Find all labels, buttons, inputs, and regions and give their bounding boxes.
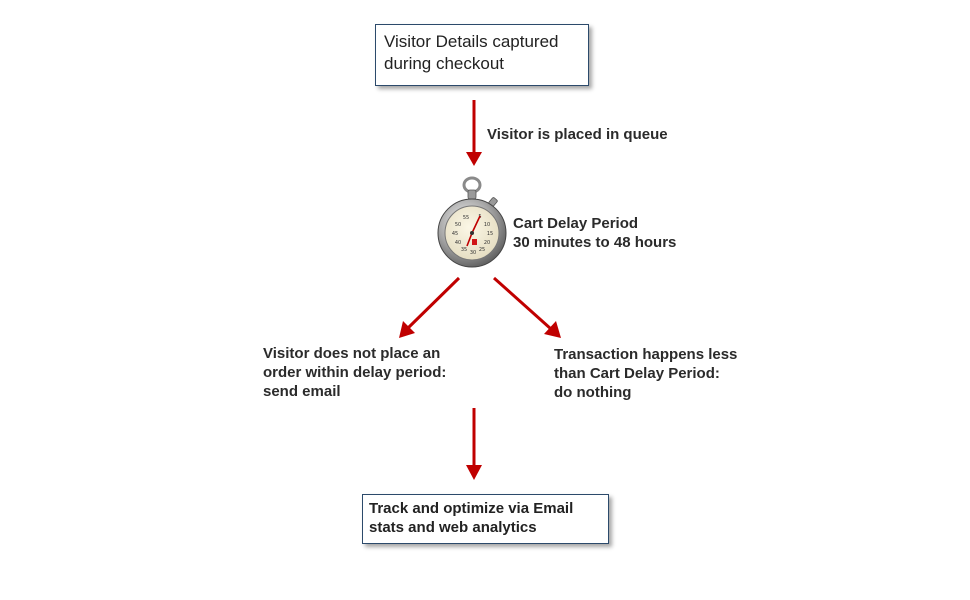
cart-delay-label: Cart Delay Period 30 minutes to 48 hours	[513, 214, 676, 252]
arrow-to-right-branch	[492, 276, 561, 338]
track-optimize-box: Track and optimize via Email stats and w…	[362, 494, 609, 544]
checkout-details-line-2: during checkout	[384, 54, 505, 73]
svg-text:10: 10	[484, 222, 490, 228]
svg-text:50: 50	[455, 222, 461, 228]
do-nothing-line-2: than Cart Delay Period:	[554, 365, 720, 382]
svg-text:15: 15	[487, 231, 493, 237]
do-nothing-line-1: Transaction happens less	[554, 346, 738, 363]
do-nothing-line-3: do nothing	[554, 384, 632, 401]
send-email-branch-label: Visitor does not place an order within d…	[263, 344, 446, 401]
track-optimize-line-1: Track and optimize via Email	[369, 500, 574, 517]
arrow-to-stopwatch	[466, 100, 482, 166]
track-optimize-line-2: stats and web analytics	[369, 519, 537, 536]
svg-text:55: 55	[463, 215, 469, 221]
checkout-details-box: Visitor Details captured during checkout	[375, 24, 589, 86]
send-email-line-1: Visitor does not place an	[263, 345, 441, 362]
send-email-line-2: order within delay period:	[263, 364, 447, 381]
svg-text:25: 25	[479, 247, 485, 253]
svg-text:30: 30	[470, 250, 476, 256]
svg-text:20: 20	[484, 240, 490, 246]
checkout-details-line-1: Visitor Details captured	[384, 32, 559, 51]
arrow-to-left-branch	[399, 276, 461, 338]
cart-delay-title: Cart Delay Period	[513, 215, 639, 232]
svg-text:40: 40	[455, 240, 461, 246]
queue-label: Visitor is placed in queue	[487, 126, 668, 143]
do-nothing-branch-label: Transaction happens less than Cart Delay…	[554, 345, 737, 402]
svg-text:45: 45	[452, 231, 458, 237]
stopwatch-icon: 55 5 50 10 45 15 40 20 35 25 30	[437, 176, 507, 268]
send-email-line-3: send email	[263, 383, 341, 400]
cart-delay-range: 30 minutes to 48 hours	[513, 234, 677, 251]
svg-text:35: 35	[461, 247, 467, 253]
arrow-to-bottom-box	[466, 408, 482, 480]
